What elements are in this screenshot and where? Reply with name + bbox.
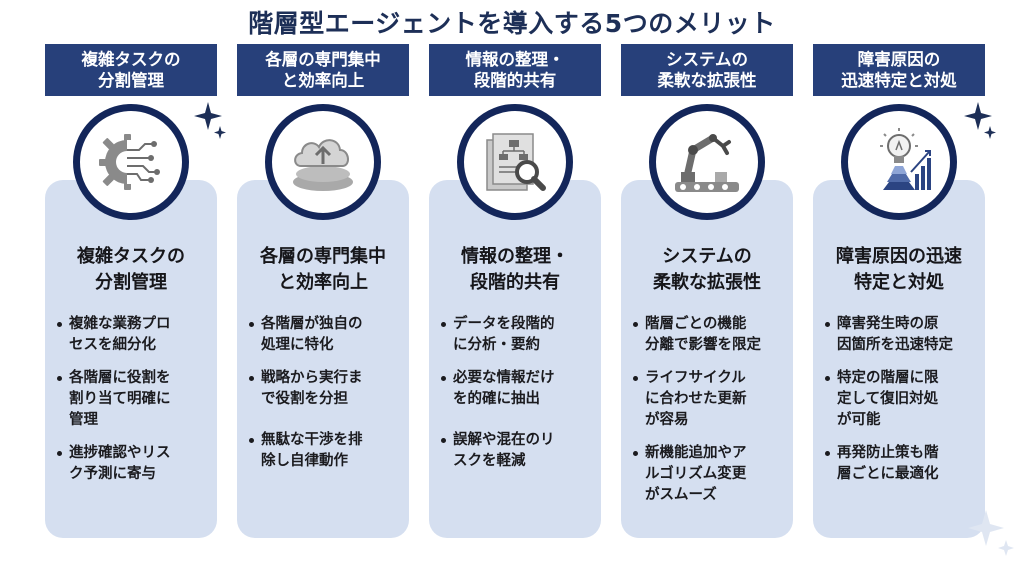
sparkle-icon <box>194 102 226 139</box>
column-header: 複雑タスクの 分割管理 <box>45 44 217 96</box>
benefit-card <box>237 180 409 538</box>
bullet-list: 階層ごとの機能分離で影響を限定 ライフサイクルに合わせた更新が容易 新機能追加や… <box>631 314 791 518</box>
list-item: 無駄な干渉を排除し自律動作 <box>247 430 407 472</box>
list-item: 各階層が独自の処理に特化 <box>247 314 407 356</box>
benefit-column-4: システムの 柔軟な拡張性 システムの 柔軟な拡張性 階層ごとの機能分離で影響を限… <box>621 44 793 538</box>
list-item: 特定の階層に限定して復旧対処が可能 <box>823 368 983 431</box>
benefit-column-3: 情報の整理・ 段階的共有 情報の整理・ 段階的共有 データを段階的に分析・要約 … <box>429 44 601 538</box>
robot-arm-icon <box>649 104 765 220</box>
benefit-card <box>429 180 601 538</box>
lightbulb-growth-icon <box>841 104 957 220</box>
list-item: データを段階的に分析・要約 <box>439 314 599 356</box>
bullet-list: データを段階的に分析・要約 必要な情報だけを的確に抽出 誤解や混在のリスクを軽減 <box>439 314 599 484</box>
benefit-column-2: 各層の専門集中 と効率向上 各層の専門集中 と効率向上 各階層が独自の処理に特化… <box>237 44 409 538</box>
benefit-column-1: 複雑タスクの 分割管理 <box>45 44 217 538</box>
benefit-card <box>621 180 793 538</box>
card-title: システムの 柔軟な拡張性 <box>653 246 761 293</box>
list-item: 誤解や混在のリスクを軽減 <box>439 430 599 472</box>
document-search-icon <box>457 104 573 220</box>
card-title: 情報の整理・ 段階的共有 <box>461 246 569 293</box>
list-item: ライフサイクルに合わせた更新が容易 <box>631 368 791 431</box>
list-item: 各階層に役割を割り当て明確に管理 <box>55 368 215 431</box>
list-item: 階層ごとの機能分離で影響を限定 <box>631 314 791 356</box>
bullet-list: 複雑な業務プロセスを細分化 各階層に役割を割り当て明確に管理 進捗確認やリスク予… <box>55 314 215 497</box>
list-item: 進捗確認やリスク予測に寄与 <box>55 443 215 485</box>
column-header: システムの 柔軟な拡張性 <box>621 44 793 96</box>
list-item: 複雑な業務プロセスを細分化 <box>55 314 215 356</box>
list-item: 戦略から実行まで役割を分担 <box>247 368 407 410</box>
list-item: 新機能追加やアルゴリズム変更がスムーズ <box>631 443 791 506</box>
card-title: 各層の専門集中 と効率向上 <box>260 246 386 293</box>
card-title: 複雑タスクの 分割管理 <box>77 246 185 293</box>
list-item: 必要な情報だけを的確に抽出 <box>439 368 599 410</box>
gear-circuit-icon <box>73 104 189 220</box>
benefit-card <box>813 180 985 538</box>
column-header: 情報の整理・ 段階的共有 <box>429 44 601 96</box>
benefit-card <box>45 180 217 538</box>
list-item: 障害発生時の原因箇所を迅速特定 <box>823 314 983 356</box>
column-header: 各層の専門集中 と効率向上 <box>237 44 409 96</box>
bullet-list: 障害発生時の原因箇所を迅速特定 特定の階層に限定して復旧対処が可能 再発防止策も… <box>823 314 983 497</box>
benefit-column-5: 障害原因の 迅速特定と対処 障害原因の迅速 特定と対処 障害発生時の原因箇所を迅… <box>813 44 985 538</box>
bullet-list: 各階層が独自の処理に特化 戦略から実行まで役割を分担 無駄な干渉を排除し自律動作 <box>247 314 407 484</box>
sparkle-icon <box>964 102 996 139</box>
list-item: 再発防止策も階層ごとに最適化 <box>823 443 983 485</box>
page-title: 階層型エージェントを導入する5つのメリット <box>248 9 776 38</box>
cloud-upload-icon <box>265 104 381 220</box>
card-title: 障害原因の迅速 特定と対処 <box>836 246 962 293</box>
column-header: 障害原因の 迅速特定と対処 <box>813 44 985 96</box>
sparkle-icon <box>968 510 1014 556</box>
